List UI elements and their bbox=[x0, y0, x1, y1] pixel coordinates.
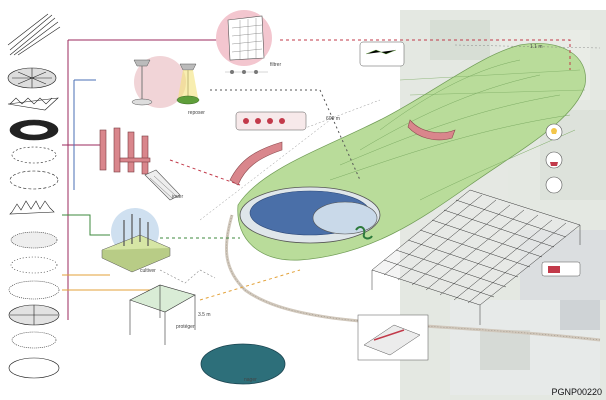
play-element bbox=[99, 127, 181, 201]
greenhouse-grid bbox=[371, 189, 581, 325]
label-proteger: protéger bbox=[176, 324, 195, 330]
water-basin bbox=[239, 186, 381, 244]
cultivate-element bbox=[101, 208, 171, 273]
dimension-park-length: 600 m bbox=[326, 116, 340, 122]
plant-pot-icon bbox=[545, 151, 563, 169]
promenade bbox=[224, 214, 601, 342]
filter-element bbox=[216, 10, 272, 74]
swim-element bbox=[200, 343, 286, 385]
dimension-top-edge: 1.1 m bbox=[530, 44, 543, 50]
shelter-element bbox=[129, 269, 216, 345]
shell-forms bbox=[7, 13, 61, 379]
pink-bench bbox=[407, 119, 456, 141]
connector-lines bbox=[62, 39, 571, 320]
project-code: PGNP00220 bbox=[551, 387, 602, 397]
label-filtrer: filtrer bbox=[270, 62, 282, 68]
label-jouer: jouer bbox=[172, 194, 184, 200]
dimension-lines bbox=[199, 44, 601, 221]
callout-panels bbox=[235, 41, 429, 361]
label-cultiver: cultiver bbox=[140, 268, 156, 274]
side-icons bbox=[541, 123, 581, 277]
truck-icon bbox=[541, 261, 581, 277]
label-nager: nager bbox=[244, 377, 257, 383]
rest-element bbox=[131, 56, 200, 108]
label-reposer: reposer bbox=[188, 110, 205, 116]
dimension-shelter-height: 3.5 m bbox=[198, 312, 211, 318]
people-group-icon bbox=[545, 176, 563, 194]
pink-wall bbox=[229, 141, 283, 186]
